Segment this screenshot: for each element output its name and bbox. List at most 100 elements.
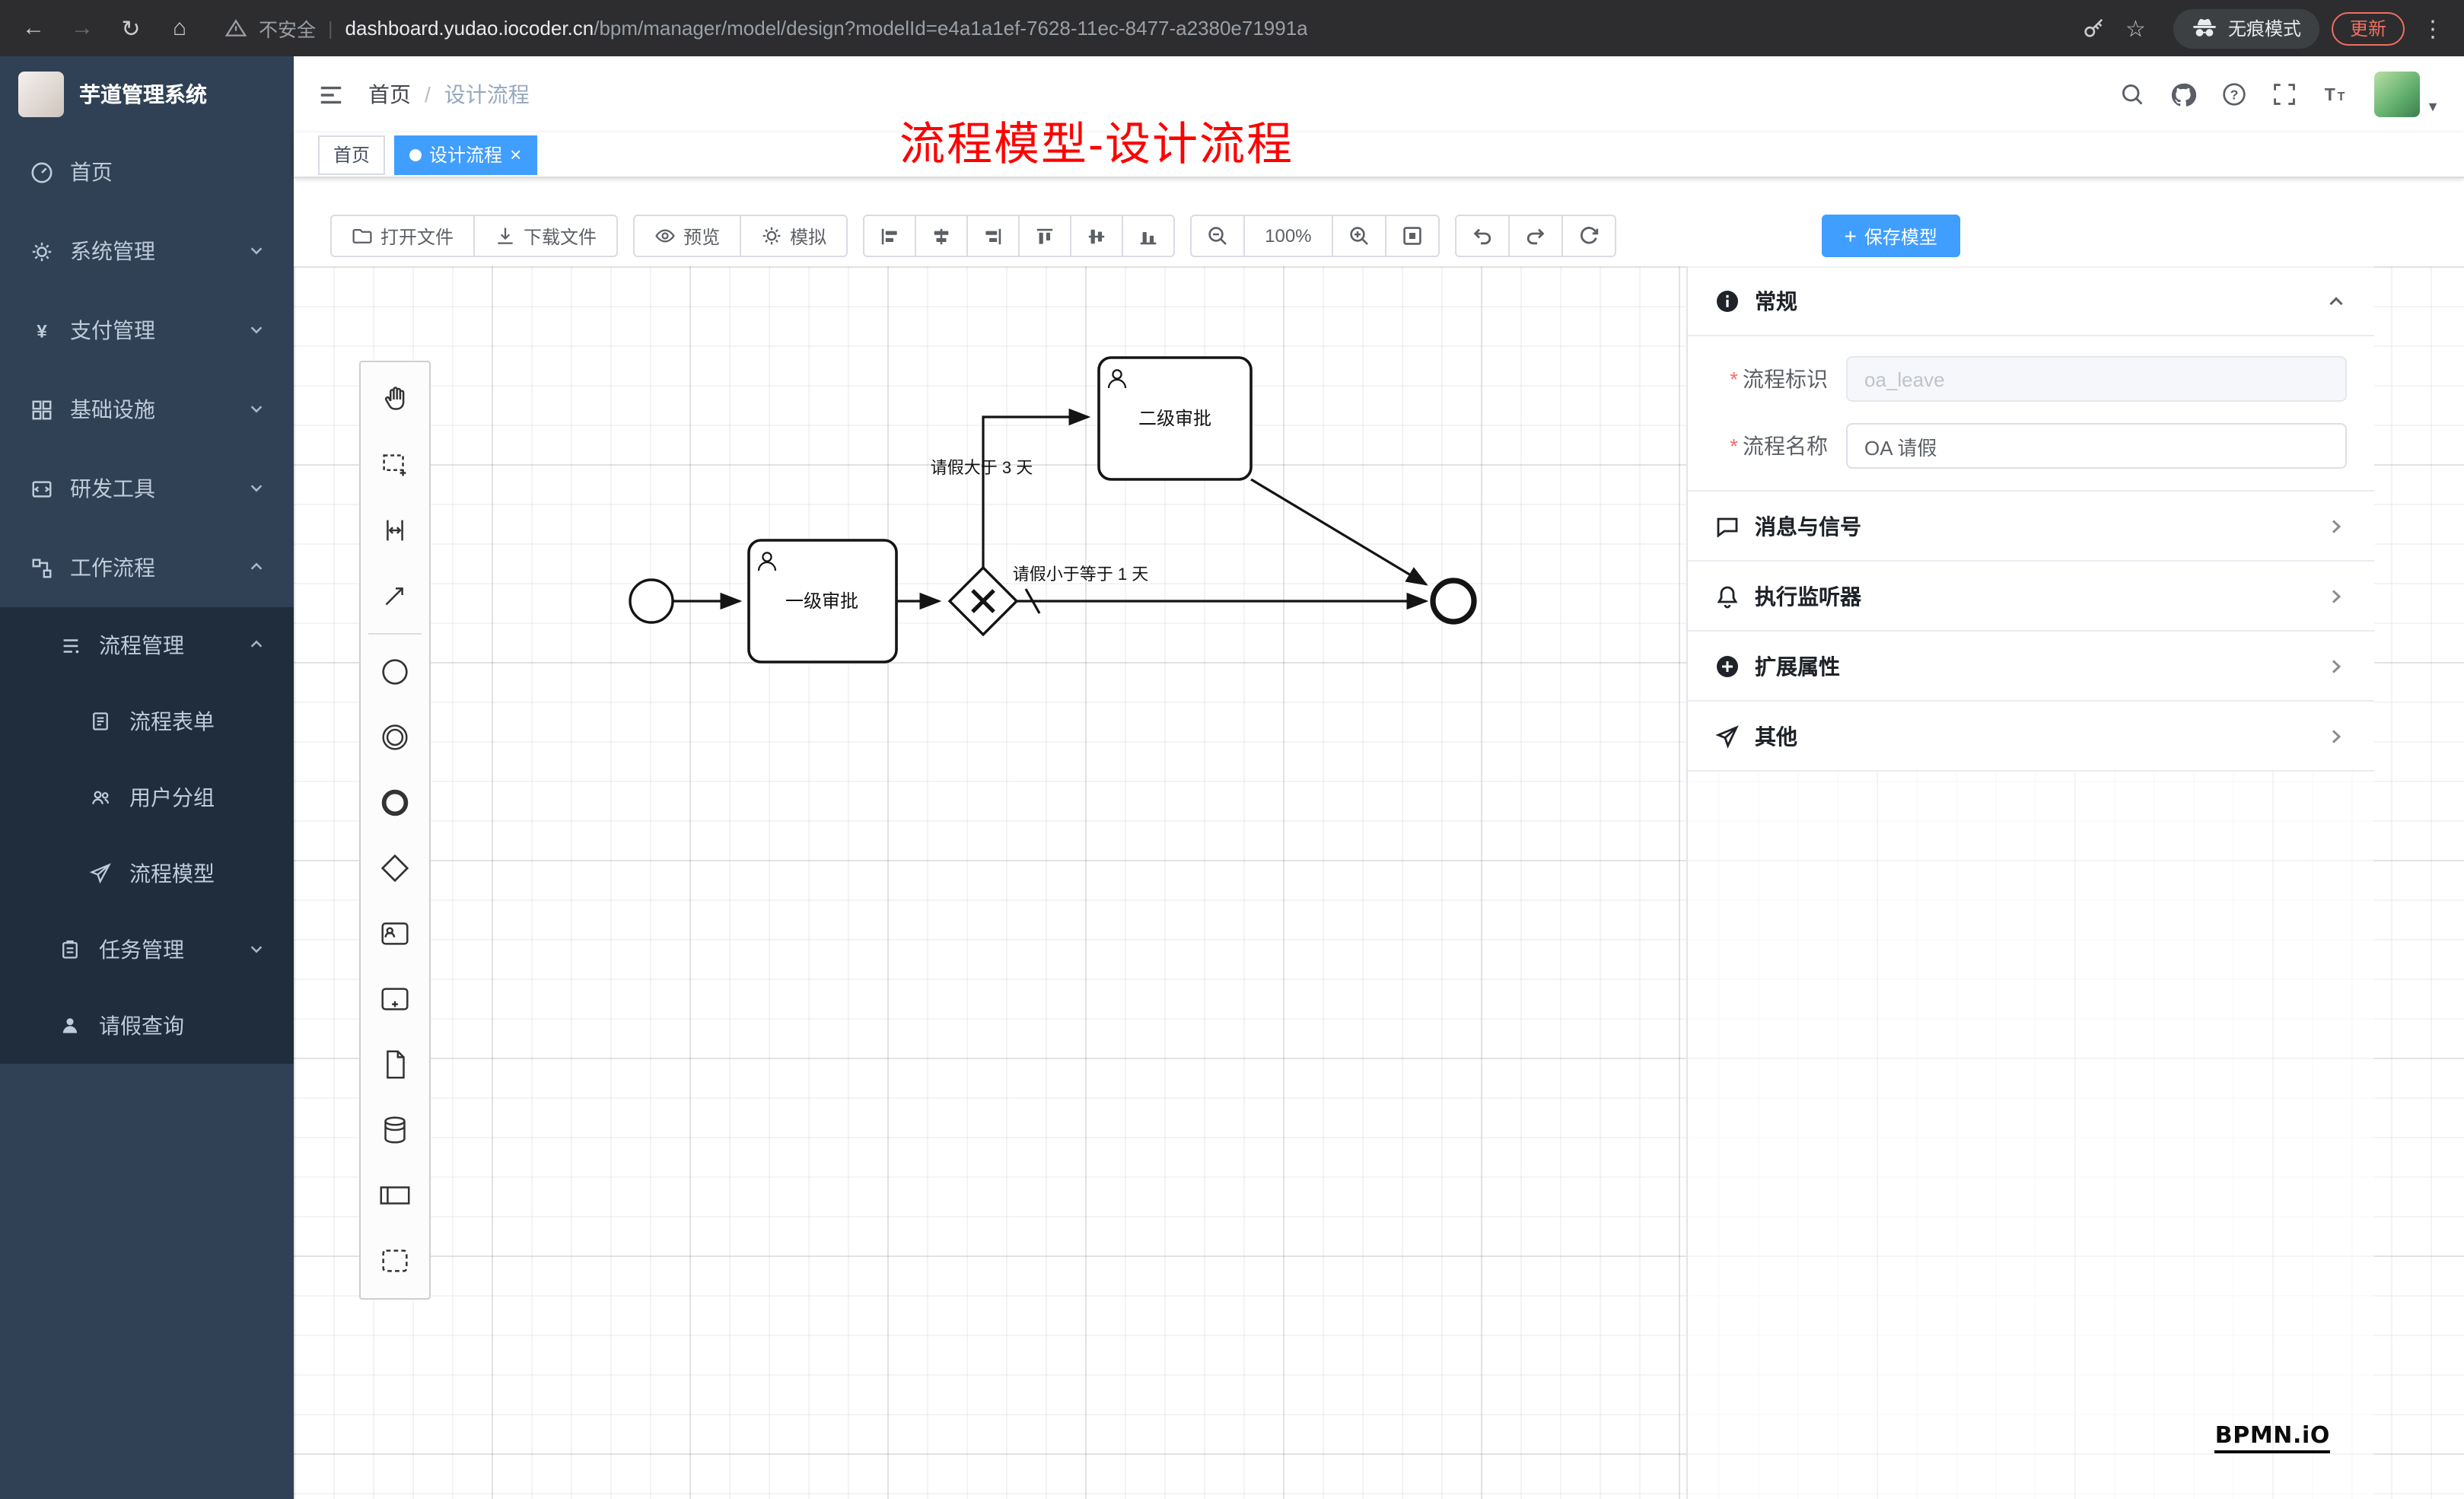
align-left-button[interactable] <box>863 215 917 257</box>
download-file-button[interactable]: 下载文件 <box>473 215 619 257</box>
panel-section-extended-attributes[interactable]: 扩展属性 <box>1688 632 2374 702</box>
palette-gateway[interactable] <box>361 835 429 901</box>
zoom-out-button[interactable] <box>1190 215 1246 257</box>
bell-icon <box>1717 585 1738 608</box>
start-event[interactable] <box>629 578 674 624</box>
sequence-flow-gateway-to-task2[interactable] <box>982 408 1091 568</box>
panel-section-general[interactable]: 常规 <box>1688 266 2374 336</box>
bookmark-star-icon[interactable]: ☆ <box>2125 16 2146 42</box>
sidebar-item-leave-query[interactable]: 请假查询 <box>0 988 294 1064</box>
data-store-icon <box>384 1116 406 1144</box>
end-event[interactable] <box>1430 578 1477 625</box>
sidebar-item-process-manage[interactable]: 流程管理 <box>0 607 294 683</box>
sidebar-item-user-group[interactable]: 用户分组 <box>0 759 294 835</box>
user-task-first-approval[interactable]: 一级审批 <box>747 539 898 664</box>
palette-group[interactable] <box>361 1228 429 1294</box>
flow-label-greater-than[interactable]: 请假大于 3 天 <box>931 458 1033 477</box>
align-top-button[interactable] <box>1018 215 1072 257</box>
zoom-in-button[interactable] <box>1331 215 1386 257</box>
palette-hand-tool[interactable] <box>361 367 429 432</box>
panel-section-messages-signals[interactable]: 消息与信号 <box>1688 492 2374 562</box>
undo-icon <box>1473 228 1491 245</box>
search-icon[interactable] <box>2120 82 2144 107</box>
sidebar-item-infrastructure[interactable]: 基础设施 <box>0 370 294 449</box>
sidebar-item-task-manage[interactable]: 任务管理 <box>0 912 294 988</box>
palette-intermediate-event[interactable] <box>361 705 429 770</box>
save-model-button[interactable]: + 保存模型 <box>1821 215 1960 257</box>
sidebar-item-system[interactable]: 系统管理 <box>0 212 294 291</box>
panel-section-execution-listeners[interactable]: 执行监听器 <box>1688 562 2374 632</box>
preview-button[interactable]: 预览 <box>633 215 742 257</box>
chevron-right-icon[interactable] <box>2326 515 2347 536</box>
palette-start-event[interactable] <box>361 639 429 705</box>
bpmn-canvas[interactable]: 请假大于 3 天 请假小于等于 1 天 一级审批 <box>294 266 2464 1499</box>
svg-text:T: T <box>2325 84 2335 104</box>
key-icon[interactable] <box>2081 17 2104 40</box>
panel-section-other[interactable]: 其他 <box>1688 702 2374 772</box>
address-bar[interactable]: 不安全 | dashboard.yudao.iocoder.cn/bpm/man… <box>210 7 2161 49</box>
chevron-right-icon[interactable] <box>2326 585 2347 606</box>
palette-space-tool[interactable] <box>361 498 429 563</box>
process-key-input[interactable] <box>1846 356 2347 402</box>
tag-close-icon[interactable]: × <box>510 143 522 166</box>
chevron-right-icon[interactable] <box>2326 655 2347 676</box>
chevron-right-icon[interactable] <box>2326 725 2347 746</box>
code-editor-icon <box>29 477 53 500</box>
simulate-button[interactable]: 模拟 <box>740 215 848 257</box>
process-name-input[interactable] <box>1846 423 2347 469</box>
palette-data-store[interactable] <box>361 1097 429 1163</box>
sidebar-collapse-icon[interactable] <box>318 81 344 107</box>
sequence-flow-gateway-to-end[interactable] <box>1017 588 1429 614</box>
align-bottom-button[interactable] <box>1122 215 1176 257</box>
undo-button[interactable] <box>1454 215 1510 257</box>
browser-reload-icon[interactable]: ↻ <box>121 16 141 42</box>
sidebar-item-dev-tools[interactable]: 研发工具 <box>0 449 294 528</box>
user-task-second-approval[interactable]: 二级审批 <box>1097 356 1253 481</box>
bpmn-io-watermark[interactable]: BPMN.iO <box>2214 1421 2330 1453</box>
help-icon[interactable]: ? <box>2222 82 2246 107</box>
gateway-x-marker <box>971 589 995 613</box>
sidebar-item-payment[interactable]: ¥ 支付管理 <box>0 291 294 370</box>
chevron-up-icon[interactable] <box>2326 291 2347 312</box>
align-middle-button[interactable] <box>1070 215 1124 257</box>
sidebar-item-process-model[interactable]: 流程模型 <box>0 835 294 912</box>
fullscreen-icon[interactable] <box>2272 82 2297 107</box>
palette-data-object[interactable] <box>361 1032 429 1097</box>
browser-update-button[interactable]: 更新 <box>2331 11 2405 45</box>
tag-design-process[interactable]: 设计流程 × <box>394 135 537 174</box>
zoom-reset-button[interactable] <box>1384 215 1440 257</box>
flow-label-less-equal[interactable]: 请假小于等于 1 天 <box>1013 565 1148 584</box>
gateway-icon <box>380 854 409 883</box>
open-file-button[interactable]: 打开文件 <box>330 215 476 257</box>
browser-back-icon[interactable]: ← <box>22 15 45 41</box>
palette-lasso-tool[interactable] <box>361 432 429 498</box>
redo-button[interactable] <box>1507 215 1563 257</box>
connect-icon <box>385 587 403 606</box>
align-center-button[interactable] <box>915 215 969 257</box>
zoom-level-display[interactable]: 100% <box>1243 215 1333 257</box>
sidebar-item-home[interactable]: 首页 <box>0 132 294 212</box>
restart-button[interactable] <box>1561 215 1616 257</box>
app-logo-row[interactable]: 芋道管理系统 <box>0 56 294 132</box>
exclusive-gateway[interactable] <box>947 565 1019 637</box>
palette-end-event[interactable] <box>361 770 429 835</box>
browser-forward-icon[interactable]: → <box>71 15 94 41</box>
user-menu[interactable]: ▼ <box>2374 72 2440 117</box>
browser-home-icon[interactable]: ⌂ <box>172 15 187 41</box>
align-right-button[interactable] <box>966 215 1020 257</box>
sidebar-item-process-form[interactable]: 流程表单 <box>0 683 294 759</box>
breadcrumb-home[interactable]: 首页 <box>368 82 411 107</box>
tag-home[interactable]: 首页 <box>318 135 386 174</box>
browser-menu-icon[interactable]: ⋮ <box>2421 16 2444 42</box>
sidebar-item-workflow[interactable]: 工作流程 <box>0 528 294 607</box>
palette-subprocess[interactable] <box>361 966 429 1032</box>
palette-user-task[interactable] <box>361 901 429 966</box>
zoom-fit-icon <box>1402 227 1421 245</box>
palette-participant[interactable] <box>361 1163 429 1228</box>
palette-connect-tool[interactable] <box>361 563 429 629</box>
sequence-flow-task2-to-end[interactable] <box>1250 478 1428 586</box>
task1-label: 一级审批 <box>785 591 858 612</box>
github-icon[interactable] <box>2170 81 2197 107</box>
